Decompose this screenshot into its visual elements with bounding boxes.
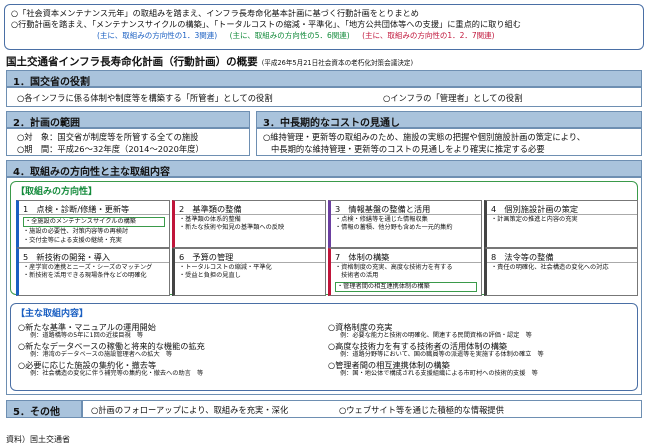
content-right-1-title: ○資格制度の充実 [328,322,393,332]
section-4-header: 4．取組みの方向性と主な取組内容 [6,160,642,178]
direction-card-6-item-2: ・受益と負担の見直し [179,272,241,280]
direction-card-2-item-2: ・新たな技術や知見の基準類への反映 [179,224,285,232]
content-panel-title: 【主な取組内容】 [16,309,89,319]
direction-card-3-item-2: ・情報の蓄積、他分野も含めた一元的集約 [335,224,453,232]
direction-card-6-item-1: ・トータルコストの縮減・平準化 [179,264,272,271]
direction-card-7-item-1: ・資格制度の充実、高度な技術力を有する [335,264,453,271]
section-3-box: ○維持管理・更新等の取組みのため、施設の実態の把握や個別施設計画の策定により、 … [256,128,642,156]
direction-card-8-item-1: ・責任の明確化、社会構造の変化への対応 [491,264,609,271]
document-title-row: 国土交通省インフラ長寿命化計画（行動計画）の概要(平成26年5月21日社会資本の… [6,54,646,69]
direction-card-8-title: 8 法令等の整備 [487,249,637,263]
direction-card-5-title: 5 新技術の開発・導入 [19,249,169,263]
direction-card-2-title: 2 基準類の整備 [175,201,325,215]
content-right-column: ○資格制度の充実 例：必要な能力と技術の明確化、関連する民間資格の評価・認定 等… [328,322,544,379]
direction-card-1-item-2: ・施設の必要性、対策内容等の再検討 [23,228,129,236]
document-title: 国土交通省インフラ長寿命化計画（行動計画）の概要 [6,56,258,68]
direction-card-4-title: 4 個別施設計画の策定 [487,201,637,215]
content-right-2-example: 例：道路分野等において、国の職員等の派遣等を実施する体制の確立 等 [340,351,544,358]
direction-card-1-item-3: ・交付金等による支援の継続・充実 [23,236,122,244]
direction-card-2: 2 基準類の整備 ・基準類の体系的整備 ・新たな技術や知見の基準類への反映 [172,200,326,248]
content-left-2-title: ○新たなデータベースの稼働と将来的な機能の拡充 [18,341,205,351]
section-5-header: 5．その他 [6,400,82,418]
section-3-item-1: ○維持管理・更新等の取組みのため、施設の実態の把握や個別施設計画の策定により、 [263,132,586,142]
content-left-1-title: ○新たな基準・マニュアルの運用開始 [18,322,156,332]
section-3-header: 3．中長期的なコストの見通し [256,111,642,129]
direction-card-6-title: 6 予算の管理 [175,249,325,263]
section-5-item-1: ○計画のフォローアップにより、取組みを充実・深化 [91,405,289,415]
direction-card-1-item-1: ・全施設のメンテナンスサイクルの構築 [23,217,165,228]
direction-card-3: 3 情報基盤の整備と活用 ・点検・修繕等を通じた情報収集 ・情報の蓄積、他分野も… [328,200,482,248]
section-3-item-2: 中長期的な維持管理・更新等のコストの見通しをより確実に推定する必要 [271,144,545,154]
direction-card-7: 7 体制の構築 ・資格制度の充実、高度な技術力を有する 技術者の活用 ・管理者間… [328,248,482,296]
direction-card-1-title: 1 点検・診断/修繕・更新等 [19,201,169,215]
section-2-item-1: ○対 象：国交省が制度等を所管する全ての施設 [17,132,199,142]
intro-related-notes: (主に、取組みの方向性の1．3関連) (主に、取組みの方向性の5．6関連) (主… [11,30,637,41]
intro-note-red: (主に、取組みの方向性の1．2．7関連) [362,31,495,40]
content-right-3-title: ○管理者間の相互連携体制の構築 [328,360,450,370]
intro-line-1: ○「社会資本メンテナンス元年」の取組みを踏まえ、インフラ長寿命化基本計画に基づく… [11,8,419,18]
direction-card-4-item-1: ・計画策定の推進と内容の充実 [491,216,578,223]
direction-card-4: 4 個別施設計画の策定 ・計画策定の推進と内容の充実 [484,200,638,248]
section-2-header: 2．計画の範囲 [6,111,250,129]
section-1-item-2: ○インフラの「管理者」としての役割 [383,93,523,103]
direction-card-7-item-2: 技術者の活用 [335,272,379,280]
source-note: 資料）国土交通省 [6,435,70,444]
content-left-column: ○新たな基準・マニュアルの運用開始 例：道路橋等の5年に1回の近接目視 等 ○新… [18,322,205,379]
intro-box: ○「社会資本メンテナンス元年」の取組みを踏まえ、インフラ長寿命化基本計画に基づく… [4,4,644,50]
intro-note-green: (主に、取組みの方向性の5．6関連) [229,31,350,40]
section-2-item-2: ○期 間：平成26～32年度（2014～2020年度） [17,144,204,154]
direction-card-5-item-1: ・産学官の連携とニーズ・シーズのマッチング [23,264,153,271]
direction-card-2-item-1: ・基準類の体系的整備 [179,216,241,223]
direction-card-8: 8 法令等の整備 ・責任の明確化、社会構造の変化への対応 [484,248,638,296]
content-right-1-example: 例：必要な能力と技術の明確化、関連する民間資格の評価・認定 等 [340,332,532,339]
intro-line-2: ○行動計画を踏まえ、「メンテナンスサイクルの構築」、「トータルコストの縮減・平準… [11,19,521,29]
section-5-item-2: ○ウェブサイト等を通じた積極的な情報提供 [339,405,504,415]
content-left-2-example: 例：港湾のデータベースの施設管理者への拡大 等 [30,351,173,358]
content-right-2-title: ○高度な技術力を有する技術者の活用体制の構築 [328,341,508,351]
section-1-header: 1．国交省の役割 [6,70,642,88]
intro-note-blue: (主に、取組みの方向性の1．3関連) [97,31,218,40]
direction-card-5: 5 新技術の開発・導入 ・産学官の連携とニーズ・シーズのマッチング ・新技術を活… [16,248,170,296]
direction-card-1: 1 点検・診断/修繕・更新等 ・全施設のメンテナンスサイクルの構築 ・施設の必要… [16,200,170,248]
direction-card-6: 6 予算の管理 ・トータルコストの縮減・平準化 ・受益と負担の見直し [172,248,326,296]
direction-card-3-item-1: ・点検・修繕等を通じた情報収集 [335,216,428,223]
content-left-3-title: ○必要に応じた施設の集約化・撤去等 [18,360,157,370]
section-2-box: ○対 象：国交省が制度等を所管する全ての施設 ○期 間：平成26～32年度（20… [6,128,250,156]
content-right-3-example: 例：国・地公体で構成される支援組織による市町村への技術的支援 等 [340,370,538,377]
content-left-3-example: 例：社会構造の変化に伴う補完等の集約化・撤去への助言 等 [30,370,204,377]
section-5-box: ○計画のフォローアップにより、取組みを充実・深化 ○ウェブサイト等を通じた積極的… [82,400,642,418]
section-1-box: ○各インフラに係る体制や制度等を構築する「所管者」としての役割 ○インフラの「管… [6,87,642,107]
content-left-1-example: 例：道路橋等の5年に1回の近接目視 等 [30,332,144,339]
section-1-item-1: ○各インフラに係る体制や制度等を構築する「所管者」としての役割 [17,93,273,103]
direction-card-5-item-2: ・新技術を活用できる現場条件などの明確化 [23,272,147,280]
direction-card-3-title: 3 情報基盤の整備と活用 [331,201,481,215]
document-title-note: (平成26年5月21日社会資本の老朽化対策会議決定) [261,59,414,67]
direction-panel-title: 【取組みの方向性】 [16,187,98,197]
content-panel [10,303,638,391]
direction-card-7-item-3: ・管理者間の相互連携体制の構築 [335,281,477,292]
direction-card-7-title: 7 体制の構築 [331,249,481,263]
